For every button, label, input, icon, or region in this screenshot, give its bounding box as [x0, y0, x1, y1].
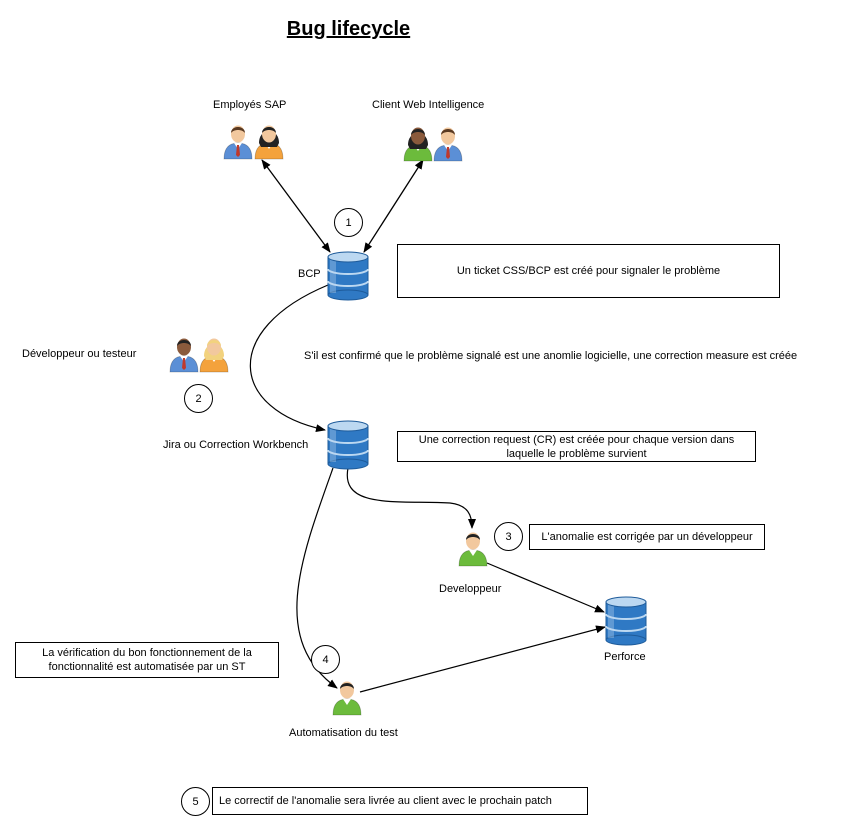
label-client-web-intelligence: Client Web Intelligence — [372, 99, 485, 111]
edge-bcp-jira — [249, 284, 329, 433]
label-developpeur-testeur: Développeur ou testeur — [22, 348, 137, 360]
step-2: 2 — [184, 384, 213, 413]
person-icon — [433, 127, 463, 162]
note-corrigee: L'anomalie est corrigée par un développe… — [529, 524, 765, 550]
edge-developpeur-perforce — [486, 562, 605, 613]
label-bcp: BCP — [298, 268, 321, 280]
database-icon — [327, 420, 369, 470]
step-4: 4 — [311, 645, 340, 674]
edge-employes-bcp — [261, 159, 331, 253]
person-icon — [403, 127, 433, 162]
label-employes-sap: Employés SAP — [213, 99, 287, 111]
note-livraison: Le correctif de l'anomalie sera livrée a… — [212, 787, 588, 815]
note-confirmation: S'il est confirmé que le problème signal… — [304, 350, 798, 362]
person-icon — [254, 125, 284, 160]
person-icon — [223, 125, 253, 160]
label-jira: Jira ou Correction Workbench — [163, 439, 309, 451]
step-5: 5 — [181, 787, 210, 816]
page-title: Bug lifecycle — [286, 18, 411, 40]
step-1: 1 — [334, 208, 363, 237]
note-correction-request: Une correction request (CR) est créée po… — [397, 431, 756, 462]
label-perforce: Perforce — [604, 651, 646, 663]
label-automatisation: Automatisation du test — [289, 727, 398, 739]
label-developpeur: Developpeur — [439, 583, 502, 595]
edge-jira-developpeur — [346, 467, 476, 529]
person-icon — [332, 681, 362, 716]
edge-automatisation-perforce — [359, 625, 606, 693]
note-ticket: Un ticket CSS/BCP est créé pour signaler… — [397, 244, 780, 298]
edge-client-bcp — [363, 159, 424, 253]
person-icon — [458, 532, 488, 567]
person-icon — [199, 338, 229, 373]
step-3: 3 — [494, 522, 523, 551]
note-verification: La vérification du bon fonctionnement de… — [15, 642, 279, 678]
person-icon — [169, 338, 199, 373]
database-icon — [605, 596, 647, 646]
database-icon — [327, 251, 369, 301]
